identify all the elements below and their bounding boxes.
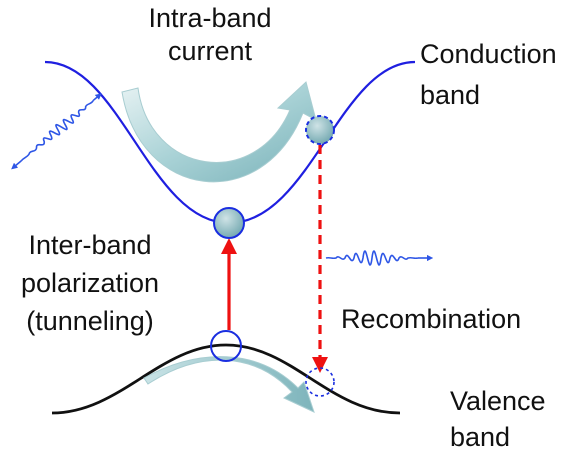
valence-band-label-line1: Valence [450,386,546,416]
recombination-hole-circle [305,367,335,397]
recombination-label: Recombination [341,304,521,334]
inter-band-label-line1: Inter-band [28,230,151,260]
valence-band-label-line2: band [450,422,510,451]
electron-dot [213,207,245,239]
intra-band-label-line1: Intra-band [148,3,271,33]
inter-band-label-line3: (tunneling) [26,306,154,336]
valence-band-curve [51,343,401,415]
conduction-band-label-line2: band [420,80,480,110]
intra-band-label-line2: current [168,36,253,66]
conduction-band-label-line1: Conduction [420,39,557,69]
inter-band-label-line2: polarization [21,268,159,298]
hole-circle [210,330,242,362]
conduction-band-curve [44,60,416,225]
emitted-pulse-icon [325,250,434,266]
incident-pulse-icon [11,93,102,170]
intra-band-current-arrow [121,81,317,183]
valence-current-arrow [143,356,315,413]
excited-electron-dot [305,115,335,145]
